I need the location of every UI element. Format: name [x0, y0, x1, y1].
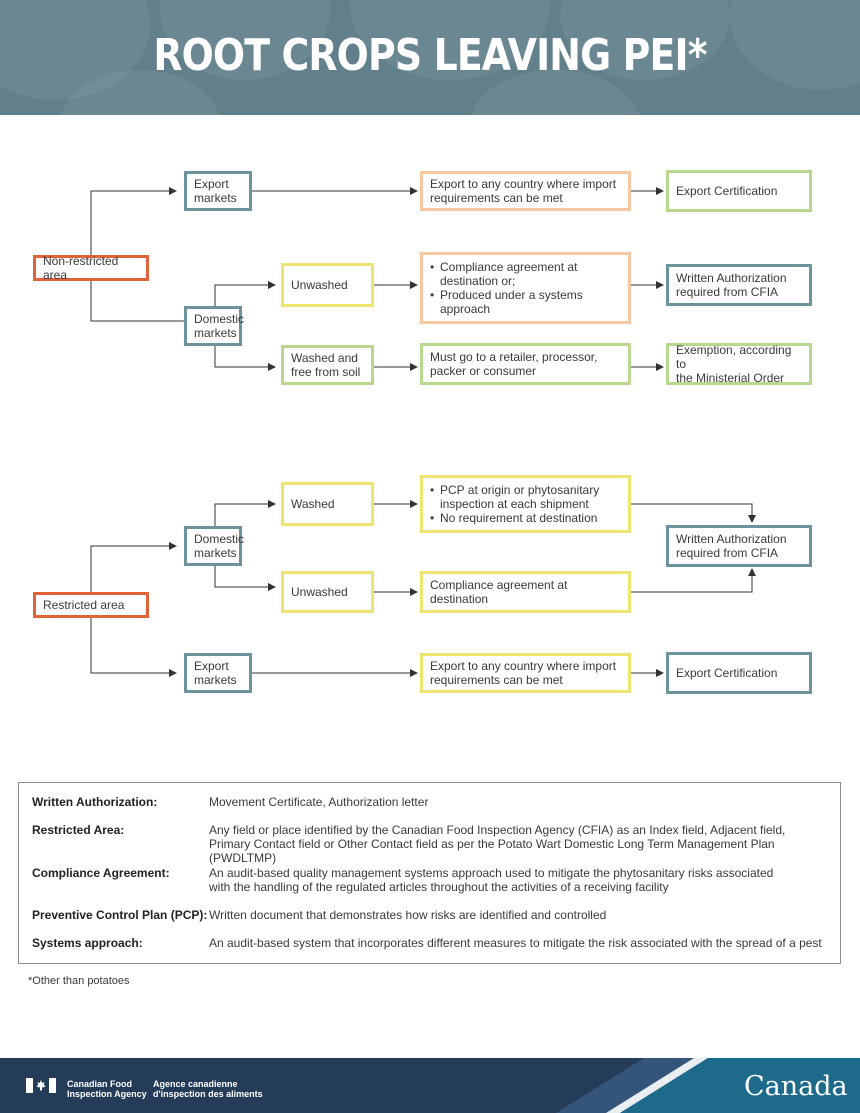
nr-domestic-markets-box: Domestic markets — [184, 306, 245, 346]
connector-r-to-domestic — [90, 542, 177, 592]
glossary-term: Compliance Agreement: — [32, 866, 170, 880]
canada-wordmark: Canada — [744, 1071, 848, 1102]
nr-unwashed-box: Unwashed — [281, 263, 374, 307]
r-export-certification-label: Export Certification — [676, 666, 778, 680]
footer-bar: Canadian Food Inspection Agency Agence c… — [0, 1058, 860, 1113]
r-unwashed-box: Unwashed — [281, 571, 374, 613]
org-name-french: Agence canadienne d'inspection des alime… — [153, 1079, 263, 1099]
r-export-markets-label: Export markets — [194, 659, 237, 687]
r-export-requirement-label: Export to any country where import requi… — [430, 659, 617, 687]
nr-export-requirement-label: Export to any country where import requi… — [430, 177, 617, 205]
nr-exemption-box: Exemption, according to the Ministerial … — [666, 343, 812, 385]
glossary-term: Written Authorization: — [32, 795, 158, 809]
header-banner: ROOT CROPS LEAVING PEI* — [0, 0, 860, 115]
nonrestricted-area-label: Non-restricted area — [43, 254, 119, 282]
nr-washed-box: Washed and free from soil — [281, 345, 374, 385]
nr-written-authorization-label: Written Authorization required from CFIA — [676, 271, 787, 299]
footnote: *Other than potatoes — [28, 975, 130, 987]
org-name-english: Canadian Food Inspection Agency — [67, 1079, 147, 1099]
r-domestic-markets-box: Domestic markets — [184, 526, 245, 566]
connector-nr-to-domestic — [90, 280, 184, 322]
nr-unwashed-requirements-box: Compliance agreement at destination or; … — [420, 252, 631, 324]
r-export-requirement-box: Export to any country where import requi… — [420, 653, 631, 693]
glossary-term: Preventive Control Plan (PCP): — [32, 908, 208, 922]
glossary-definition: Written document that demonstrates how r… — [209, 908, 607, 922]
glossary-panel: Written Authorization: Movement Certific… — [18, 782, 841, 964]
nonrestricted-area-box: Non-restricted area — [33, 254, 149, 282]
glossary-definition: Movement Certificate, Authorization lett… — [209, 795, 429, 809]
nr-export-requirement-box: Export to any country where import requi… — [420, 171, 631, 211]
requirement-item: Compliance agreement at destination or; — [430, 260, 621, 288]
glossary-definition: Any field or place identified by the Can… — [209, 823, 786, 865]
nr-unwashed-label: Unwashed — [291, 278, 348, 292]
nr-washed-label: Washed and free from soil — [291, 351, 361, 379]
nr-export-markets-box: Export markets — [184, 171, 252, 211]
connector-r-unwashed-auth — [631, 568, 756, 593]
connector-r-to-unwashed — [214, 566, 276, 591]
nr-export-certification-box: Export Certification — [666, 170, 812, 212]
r-unwashed-label: Unwashed — [291, 585, 348, 599]
r-washed-box: Washed — [281, 482, 374, 526]
glossary-definition: An audit-based quality management system… — [209, 866, 774, 894]
requirement-item: PCP at origin or phytosanitary inspectio… — [430, 483, 621, 511]
nr-unwashed-requirements-list: Compliance agreement at destination or; … — [430, 260, 621, 316]
r-export-certification-box: Export Certification — [666, 652, 812, 694]
connector-nr-to-export — [90, 187, 177, 257]
glossary-definition: An audit-based system that incorporates … — [209, 936, 822, 950]
nr-washed-requirement-box: Must go to a retailer, processor, packer… — [420, 343, 631, 385]
r-washed-requirements-list: PCP at origin or phytosanitary inspectio… — [430, 483, 621, 525]
r-written-authorization-label: Written Authorization required from CFIA — [676, 532, 787, 560]
connector-r-to-washed — [214, 500, 276, 526]
glossary-term: Systems approach: — [32, 936, 143, 950]
r-written-authorization-box: Written Authorization required from CFIA — [666, 525, 812, 567]
nr-domestic-markets-label: Domestic markets — [194, 312, 245, 340]
connector-r-washed-auth — [631, 503, 756, 523]
nr-export-certification-label: Export Certification — [676, 184, 778, 198]
r-unwashed-requirement-box: Compliance agreement at destination — [420, 571, 631, 613]
nr-export-markets-label: Export markets — [194, 177, 237, 205]
requirement-item: Produced under a systems approach — [430, 288, 621, 316]
restricted-area-label: Restricted area — [43, 598, 125, 612]
connector-r-to-export — [90, 617, 177, 677]
connector-nr-to-washed — [214, 345, 276, 371]
r-export-markets-box: Export markets — [184, 653, 252, 693]
r-washed-requirements-box: PCP at origin or phytosanitary inspectio… — [420, 475, 631, 533]
glossary-term: Restricted Area: — [32, 823, 125, 837]
nr-washed-requirement-label: Must go to a retailer, processor, packer… — [430, 350, 598, 378]
nr-exemption-label: Exemption, according to the Ministerial … — [676, 343, 792, 385]
page-title: ROOT CROPS LEAVING PEI* — [153, 30, 707, 81]
requirement-item: No requirement at destination — [430, 511, 621, 525]
r-domestic-markets-label: Domestic markets — [194, 532, 245, 560]
r-washed-label: Washed — [291, 497, 335, 511]
r-unwashed-requirement-label: Compliance agreement at destination — [430, 578, 568, 606]
nr-written-authorization-box: Written Authorization required from CFIA — [666, 264, 812, 306]
restricted-area-box: Restricted area — [33, 592, 149, 618]
canada-flag-icon — [26, 1078, 56, 1093]
